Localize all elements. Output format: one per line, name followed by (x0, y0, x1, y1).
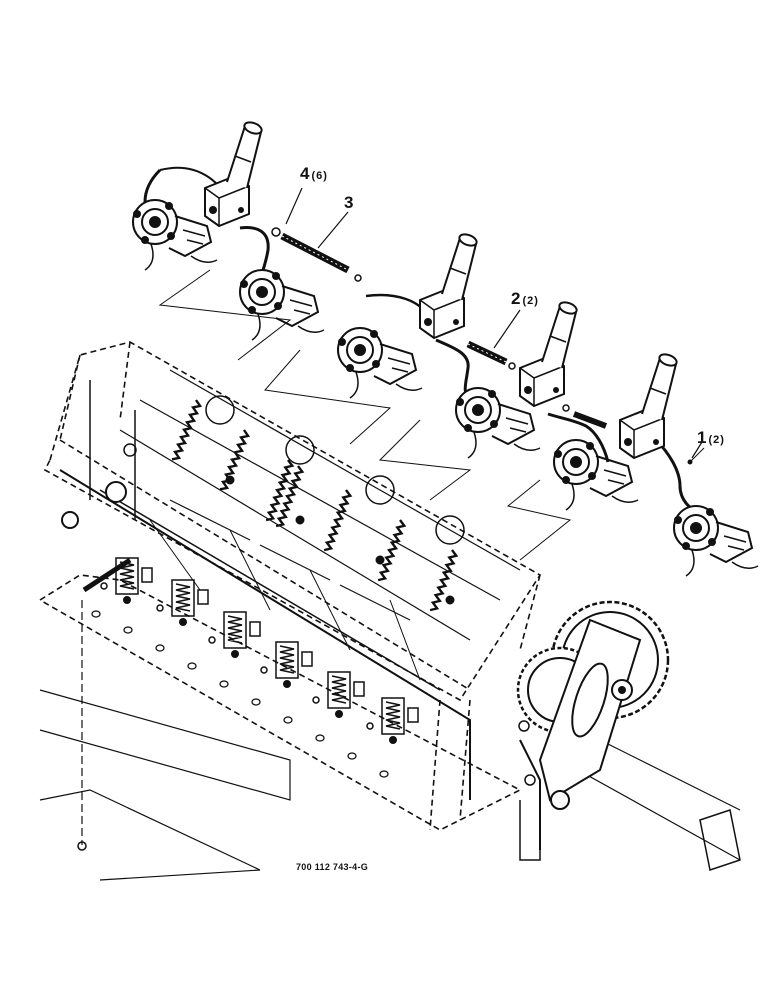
callout-item-4: 4(6) (300, 164, 328, 184)
callout-quantity: (2) (708, 434, 725, 446)
drive-sprocket (516, 600, 670, 850)
callout-number: 3 (344, 193, 354, 212)
knotter-frame-body (59, 369, 521, 800)
callout-leaders (285, 187, 703, 459)
pin-item-1 (687, 447, 705, 465)
part-number-label: 700 112 743-4-G (296, 862, 369, 872)
callout-number: 1 (697, 428, 707, 447)
spring-item-2 (466, 340, 608, 429)
knotter-frame-dashed (39, 341, 542, 831)
callout-item-3: 3 (344, 193, 355, 213)
callout-number: 4 (300, 164, 310, 183)
spring-item-3 (271, 227, 362, 282)
base-frame (39, 600, 741, 881)
callout-number: 2 (511, 289, 521, 308)
rail-holes (91, 610, 389, 778)
assembly-leader-lines (158, 269, 572, 561)
callout-quantity: (6) (311, 170, 328, 182)
callout-item-1: 1(2) (697, 428, 725, 448)
callout-quantity: (2) (522, 295, 539, 307)
knotter-assembly-exploded (132, 119, 759, 577)
frame-springs (82, 398, 459, 614)
callout-item-2: 2(2) (511, 289, 539, 309)
